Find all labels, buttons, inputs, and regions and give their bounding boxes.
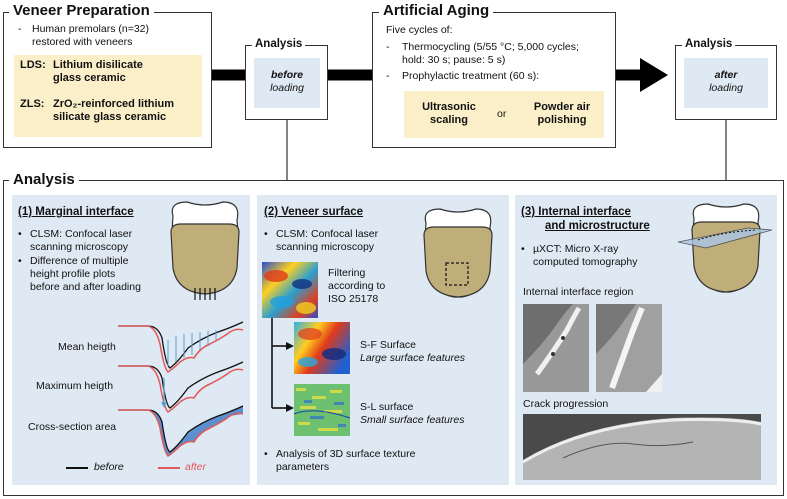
aging-bullet-1: - [386, 41, 390, 53]
aging-bullet-2: - [386, 70, 390, 82]
max-height-plot [118, 361, 244, 413]
ultra-line1: Ultrasonic [422, 101, 476, 113]
mean-height-label: Mean heigth [58, 341, 116, 353]
mean-height-plot [118, 321, 244, 373]
aging-thermo1: Thermocycling (5/55 °C; 5,000 cycles; [402, 41, 579, 53]
powder-line2: polishing [537, 114, 587, 126]
p3-bullet-1: • [521, 243, 525, 255]
p1-b1b: scanning microscopy [30, 241, 129, 253]
region-label: Internal interface region [523, 286, 634, 298]
aging-intro: Five cycles of: [386, 24, 453, 36]
sf-surface-map [294, 322, 350, 374]
filter-line3: ISO 25178 [328, 293, 379, 305]
filter-line2: according to [328, 280, 386, 292]
filter-line1: Filtering [328, 267, 366, 279]
p2-b1a: CLSM: Confocal laser [276, 228, 379, 240]
prophy-highlight [404, 91, 604, 138]
p1-bullet-2: • [18, 255, 22, 267]
xct-region-image-2 [596, 304, 662, 392]
lds-text1: Lithium disilicate [53, 59, 143, 71]
veneer-line1: Human premolars (n=32) [32, 23, 150, 35]
cross-section-label: Cross-section area [28, 421, 117, 433]
p3-b1b: computed tomography [533, 256, 638, 268]
sl-label: S-L surface [360, 401, 414, 413]
crack-label: Crack progression [523, 398, 609, 410]
p1-b1a: CLSM: Confocal laser [30, 228, 133, 240]
p1-b2b: height profile plots [30, 268, 116, 280]
sf-label: S-F Surface [360, 339, 417, 351]
analysis-title: Analysis [9, 172, 79, 188]
legend-after-swatch [158, 467, 180, 469]
analysis-before-panel [254, 58, 320, 108]
veneer-bullet: - [18, 23, 22, 35]
analysis-after-panel [684, 58, 768, 108]
p1-bullet-1: • [18, 228, 22, 240]
xct-crack-image [522, 414, 762, 480]
max-height-label: Maximum heigth [36, 380, 114, 392]
p2-b1b: scanning microscopy [276, 241, 375, 253]
sl-surface-map [293, 384, 351, 436]
powder-line1: Powder air [533, 101, 591, 113]
analysis-after-line2: loading [709, 82, 743, 94]
tooth-icon-xct [677, 203, 773, 293]
filter-branch-arrows [271, 318, 294, 412]
zls-text1: ZrO₂-reinforced lithium [53, 98, 175, 110]
p1-b2c: before and after loading [30, 281, 141, 293]
analysis-before-line2: loading [270, 82, 304, 94]
sf-sub-label: Large surface features [360, 352, 466, 364]
internal-interface-title-2: and microstructure [545, 220, 650, 232]
ultra-line2: scaling [430, 114, 468, 126]
analysis-before-line1: before [270, 69, 304, 81]
analysis-after-title: Analysis [682, 38, 736, 51]
xct-region-image-1 [523, 304, 589, 392]
p2-bullet-2: • [264, 448, 268, 460]
p2-b2b: parameters [276, 461, 330, 473]
analysis-after-line1: after [714, 69, 738, 81]
veneer-surface-title: (2) Veneer surface [264, 206, 364, 218]
aging-prophy: Prophylactic treatment (60 s): [402, 70, 540, 82]
materials-highlight [14, 55, 202, 137]
p2-b2a: Analysis of 3D surface texture [276, 448, 416, 460]
veneer-preparation-title: Veneer Preparation [9, 3, 154, 19]
cross-section-plot [118, 405, 244, 457]
marginal-interface-title: (1) Marginal interface [18, 206, 134, 218]
legend-before-swatch [66, 467, 88, 469]
veneer-line2: restored with veneers [32, 36, 133, 48]
aging-thermo2: hold: 30 s; pause: 5 s) [402, 54, 506, 66]
legend-after-label: after [185, 461, 207, 473]
raw-surface-map [262, 262, 318, 318]
lds-code: LDS: [20, 59, 46, 71]
aging-title: Artificial Aging [379, 3, 494, 19]
lds-text2: glass ceramic [53, 72, 126, 84]
p2-bullet-1: • [264, 228, 268, 240]
tooth-icon-marginal [170, 201, 240, 300]
zls-text2: silicate glass ceramic [53, 111, 167, 123]
analysis-before-title: Analysis [252, 38, 306, 51]
internal-interface-title-1: (3) Internal interface [521, 206, 631, 218]
zls-code: ZLS: [20, 98, 45, 110]
p1-b2a: Difference of multiple [30, 255, 129, 267]
sl-sub-label: Small surface features [360, 414, 465, 426]
prophy-or: or [497, 108, 507, 120]
legend-before-label: before [94, 461, 124, 473]
tooth-icon-surface [423, 208, 493, 298]
p3-b1a: µXCT: Micro X-ray [533, 243, 619, 255]
